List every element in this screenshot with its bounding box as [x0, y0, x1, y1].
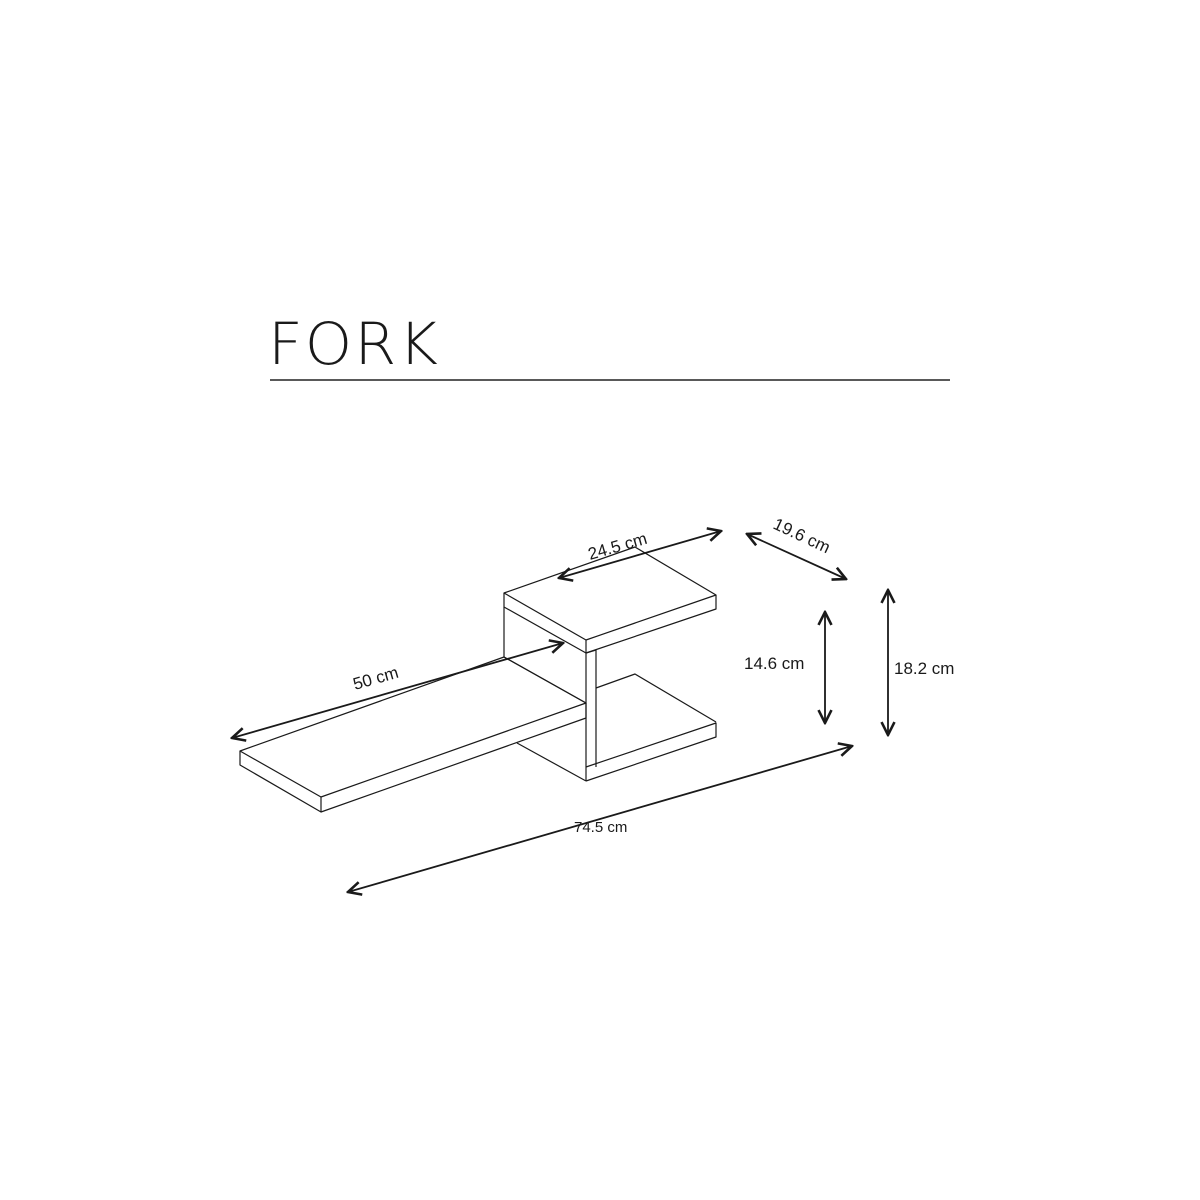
label-long-shelf: 50 cm — [351, 663, 401, 694]
shelf-drawing — [239, 546, 717, 813]
dim-arrow-top-width — [559, 531, 721, 578]
lower-shelf-front — [585, 722, 717, 782]
long-shelf-top — [239, 656, 587, 798]
dim-arrow-total-length — [348, 746, 852, 892]
top-shelf-top — [503, 546, 717, 641]
dim-arrow-depth — [747, 534, 846, 579]
long-shelf-front — [239, 703, 587, 813]
product-title: FORK — [268, 310, 440, 378]
dim-arrow-long-shelf — [232, 643, 563, 738]
vertical-panel — [585, 649, 597, 767]
dimension-lines — [232, 531, 888, 892]
label-inner-height: 14.6 cm — [744, 654, 804, 673]
label-depth: 19.6 cm — [770, 514, 833, 557]
label-top-width: 24.5 cm — [586, 529, 649, 564]
label-total-length: 74.5 cm — [574, 819, 627, 836]
top-shelf-front — [503, 593, 717, 654]
label-total-height: 18.2 cm — [894, 659, 954, 678]
lower-shelf-top — [595, 673, 717, 723]
